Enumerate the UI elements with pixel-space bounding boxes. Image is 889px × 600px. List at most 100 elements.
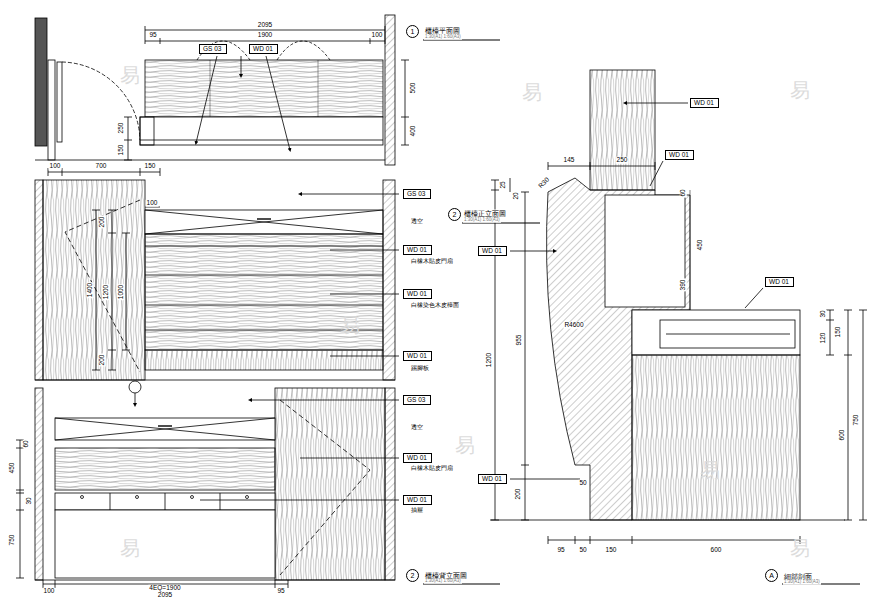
scale-note: 1:30(A1) 1:60(A3) <box>783 580 821 585</box>
dimension-text: 50 <box>578 547 587 554</box>
watermark: 易 <box>120 538 140 558</box>
detail-section-line <box>548 536 800 544</box>
front-elevation-line <box>145 207 160 208</box>
front-elevation-line <box>35 380 395 381</box>
watermark: 易 <box>790 80 810 100</box>
back-elevation-line <box>35 388 43 580</box>
note-text: 抽屜 <box>410 508 424 514</box>
view-title: 櫃檯背立面圖 <box>424 572 468 579</box>
dimension-text: 450 <box>697 239 704 252</box>
detail-section-line <box>848 310 849 520</box>
counter-plan-line <box>145 30 385 31</box>
back-elevation-line <box>275 388 385 580</box>
material-tag: WD 01 <box>403 351 432 361</box>
dimension-text: 150 <box>118 144 125 157</box>
counter-plan-line <box>140 140 383 141</box>
detail-section-line <box>521 192 529 520</box>
dimension-text: R30 <box>537 176 551 190</box>
dimension-text: 1000 <box>118 284 125 300</box>
back-elevation-line <box>280 400 370 575</box>
detail-section-line <box>625 103 763 308</box>
counter-plan-line <box>57 62 62 142</box>
view-title: 櫃檯平面圖 <box>424 27 461 34</box>
drawing-number-circle: A <box>765 569 778 582</box>
dimension-text: 100 <box>43 588 56 595</box>
counter-plan-line <box>423 39 500 40</box>
dimension-text: 95 <box>276 588 285 595</box>
dimension-text: 1400 <box>87 282 94 298</box>
material-code: WD 01 <box>769 278 790 286</box>
detail-section-line <box>605 195 685 307</box>
dimension-text: 2095 <box>157 592 173 599</box>
material-tag: GS 03 <box>199 44 227 54</box>
counter-plan-line <box>241 56 242 76</box>
dimension-text: 25 <box>500 180 507 189</box>
detail-section-line <box>510 178 511 192</box>
counter-plan-line <box>145 26 385 44</box>
front-elevation-line <box>145 210 383 234</box>
view-title: 櫃檯正立面圖 <box>463 210 507 217</box>
dimension-text: 150 <box>144 163 157 170</box>
dimension-text: 30 <box>820 309 827 318</box>
material-code: WD 01 <box>253 45 274 53</box>
front-elevation-line <box>112 210 113 370</box>
dimension-text: R4600 <box>563 322 584 329</box>
counter-plan-line <box>405 60 406 145</box>
material-tag: WD 01 <box>403 245 432 255</box>
note-text: 透空 <box>410 425 424 431</box>
counter-plan-line <box>145 41 385 42</box>
scale-note: 1:30(A1) 1:60(A3) <box>463 218 501 223</box>
watermark: 易 <box>522 82 542 102</box>
counter-plan-line <box>385 15 395 165</box>
dimension-text: 500 <box>410 82 417 95</box>
detail-section-line <box>844 310 852 520</box>
note-text: 白橡木貼皮門扇 <box>410 466 454 472</box>
dimension-text: 120 <box>820 332 827 345</box>
material-tag: GS 03 <box>403 395 431 405</box>
material-code: GS 03 <box>203 45 223 53</box>
drawing-number-circle: 2 <box>406 569 419 582</box>
back-elevation-line <box>110 493 220 510</box>
counter-plan <box>35 15 500 176</box>
front-elevation-line <box>383 180 395 380</box>
drawing-number: A <box>769 572 774 579</box>
dimension-text: 400 <box>410 125 417 138</box>
scale-note: 1:30(A1) 1:60(A3) <box>424 35 462 40</box>
dimension-text: 600 <box>710 547 723 554</box>
dimension-text: 750 <box>853 414 860 427</box>
counter-plan-line <box>128 117 129 160</box>
detail-section <box>490 70 867 584</box>
detail-section-line <box>510 251 580 479</box>
material-tag: WD 01 <box>403 453 432 463</box>
counter-plan-line <box>197 41 250 60</box>
drawing-number: 2 <box>453 211 457 218</box>
dimension-text: 2095 <box>257 22 273 29</box>
dimension-text: 250 <box>616 157 629 164</box>
counter-plan-line <box>266 56 290 150</box>
dimension-text: 60 <box>680 188 687 197</box>
dimension-text: 20 <box>513 191 520 200</box>
back-elevation-line <box>191 496 194 499</box>
detail-section-line <box>525 470 526 520</box>
dimension-text: 390 <box>680 279 687 292</box>
view-title: 細部剖面 <box>783 573 813 580</box>
watermark: 易 <box>120 65 140 85</box>
counter-plan-line <box>35 18 47 146</box>
back-elevation-line <box>158 425 172 426</box>
dimension-text: 50 <box>578 480 587 487</box>
detail-section-line <box>632 310 800 355</box>
detail-section-line <box>863 310 864 520</box>
drawing-number-circle: 2 <box>448 208 461 221</box>
detail-section-line <box>525 192 526 470</box>
material-code: WD 01 <box>407 496 428 504</box>
front-elevation-line <box>145 350 383 370</box>
back-elevation-line <box>55 418 275 440</box>
back-elevation-line <box>20 440 21 578</box>
front-elevation-line <box>65 200 140 372</box>
counter-plan-line <box>140 117 154 145</box>
material-code: WD 01 <box>482 475 503 483</box>
counter-plan-line <box>48 60 55 160</box>
